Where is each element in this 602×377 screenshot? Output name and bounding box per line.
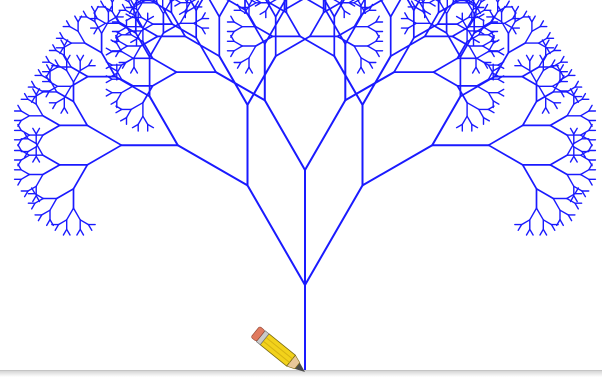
pencil-body — [260, 334, 295, 366]
